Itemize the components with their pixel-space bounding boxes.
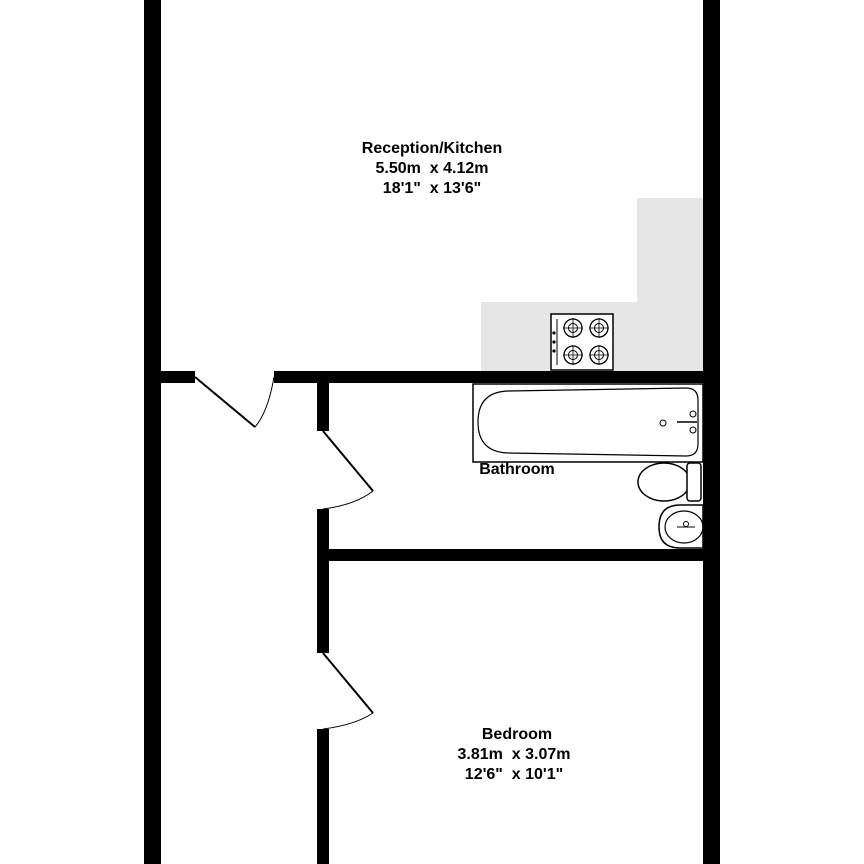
room-label-bathroom: Bathroom [479,461,555,478]
room-dimensions-metric: 5.50m x 4.12m [376,160,489,177]
room-name: Reception/Kitchen [362,140,502,157]
door-reception [194,376,275,428]
outer-wall-right [703,0,720,864]
outer-wall-left [144,0,161,864]
room-dimensions-metric: 3.81m x 3.07m [458,746,571,763]
hob-burner [563,345,583,365]
room-label-bedroom: Bedroom 3.81m x 3.07m 12'6" x 10'1" [458,726,571,783]
partition-wall-left-stub [161,371,195,383]
partition-wall-bath-bed [317,549,703,561]
hob-icon [550,313,614,371]
corridor-wall-middle [317,509,329,653]
bathtub-icon [472,383,704,463]
door-bedroom [322,652,374,730]
sink-icon [658,504,704,549]
toilet-icon [637,462,702,502]
room-dimensions-imperial: 12'6" x 10'1" [465,766,563,783]
room-name: Bathroom [479,461,555,478]
partition-wall-kitchen-bath [274,371,703,383]
walls [144,0,720,864]
hob-burner [589,318,609,338]
room-dimensions-imperial: 18'1" x 13'6" [383,180,481,197]
corridor-wall-lower [317,729,329,864]
hob-burner [563,318,583,338]
room-label-reception-kitchen: Reception/Kitchen 5.50m x 4.12m 18'1" x … [362,140,502,197]
room-name: Bedroom [482,726,552,743]
corridor-wall-upper [317,371,329,431]
hob-burner [589,345,609,365]
door-bathroom [322,430,374,510]
